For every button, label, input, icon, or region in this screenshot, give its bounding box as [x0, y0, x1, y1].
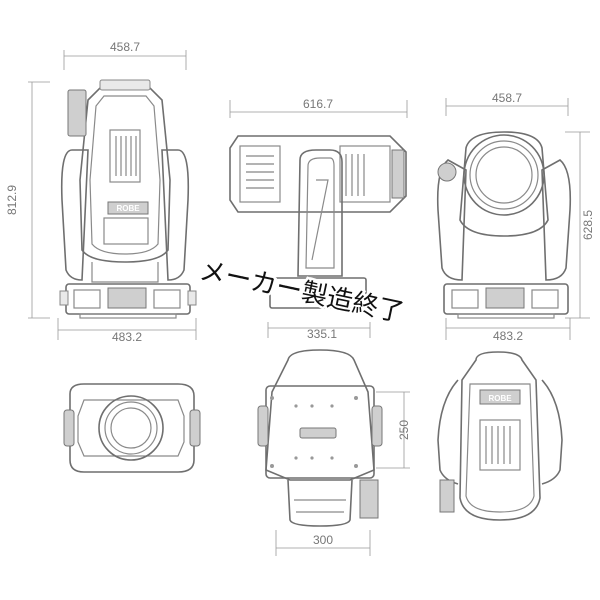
discontinued-text: メーカー製造終了: [197, 256, 407, 329]
back-height-label: 628.5: [581, 210, 595, 240]
back-base-width-label: 483.2: [493, 329, 523, 343]
bottom-height-label: 250: [397, 420, 411, 440]
bottom-width-label: 300: [313, 533, 333, 547]
side-base-width-label: 335.1: [307, 327, 337, 341]
rear-side-view: ROBE: [437, 351, 563, 521]
front-view: 458.7 812.9 483.2 ROBE: [5, 40, 197, 344]
bottom-view: 250 300: [257, 349, 411, 556]
front-base-width-label: 483.2: [112, 330, 142, 344]
front-width-label: 458.7: [110, 40, 140, 54]
front-logo: ROBE: [116, 204, 140, 213]
side-view: 616.7 335.1: [229, 97, 408, 341]
discontinued-overlay: メーカー製造終了: [194, 253, 409, 331]
front-height-label: 812.9: [5, 185, 19, 215]
back-view: 458.7 628.5 483.2: [436, 91, 595, 343]
back-width-label: 458.7: [492, 91, 522, 105]
side-width-label: 616.7: [303, 97, 333, 111]
top-view: [63, 383, 201, 473]
rear-logo: ROBE: [488, 394, 512, 403]
